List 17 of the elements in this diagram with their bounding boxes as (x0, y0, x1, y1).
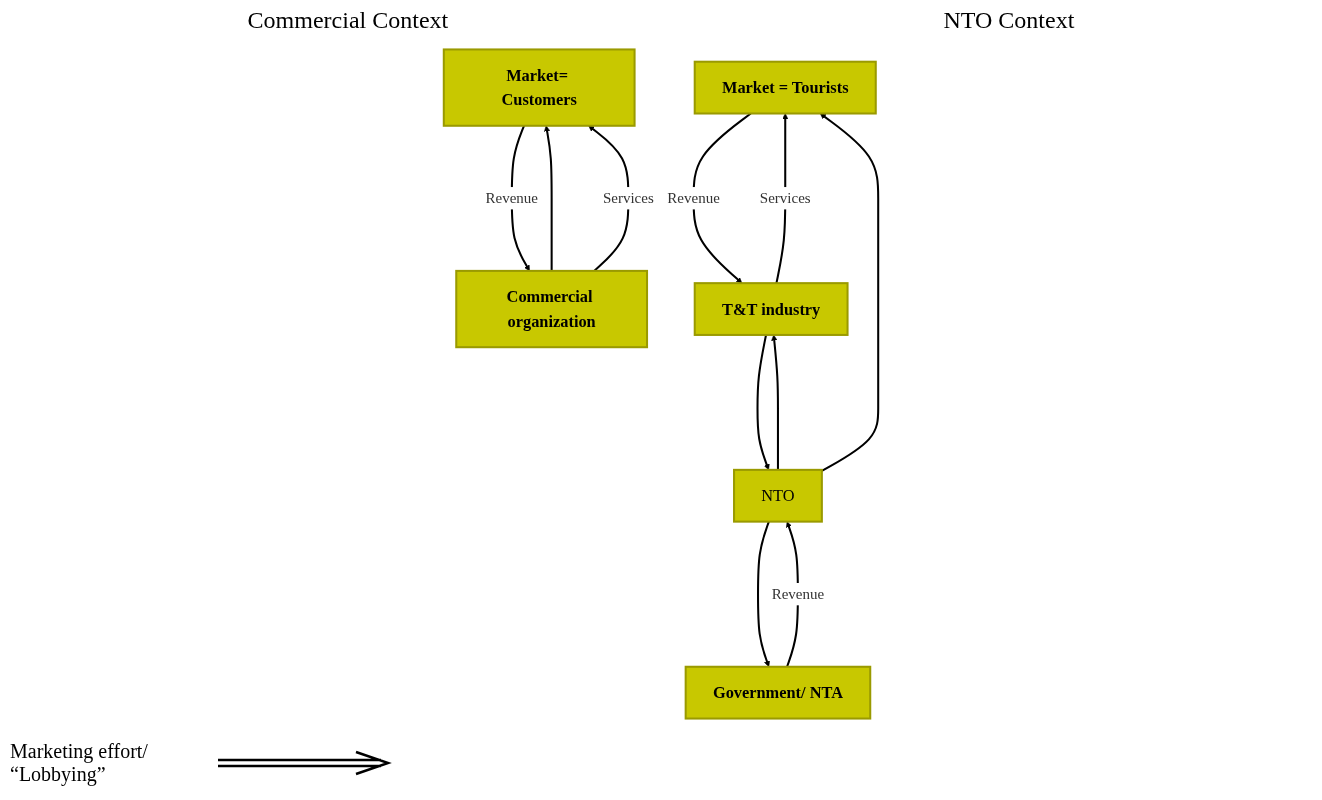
node-box: Market= Customers (442, 48, 636, 127)
edge-label: Revenue (667, 189, 720, 207)
node-box: Market = Tourists (693, 60, 877, 115)
edge-label: Services (602, 189, 654, 207)
arrow (819, 113, 880, 472)
node-box: Commercial organization (455, 269, 649, 349)
arrow (544, 125, 553, 271)
node-box: Government/ NTA (684, 665, 872, 720)
arrow (771, 334, 779, 470)
node-box: NTO (733, 468, 823, 523)
edge-label: Services (759, 189, 811, 207)
legend-text: Marketing effort/ “Lobbying” (10, 740, 149, 786)
node-box: T&T industry (693, 282, 849, 336)
section-heading: NTO Context (943, 6, 1075, 34)
section-heading: Commercial Context (247, 6, 449, 34)
edge-label: Revenue (771, 585, 825, 603)
edge-label: Revenue (485, 189, 539, 207)
